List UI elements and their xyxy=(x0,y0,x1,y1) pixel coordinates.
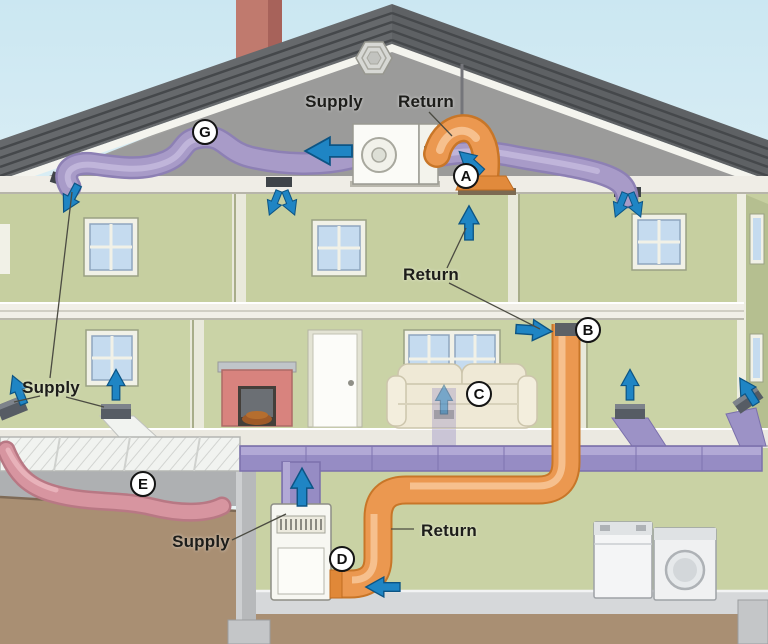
first-floor-supply-label: Supply xyxy=(22,378,80,397)
couch xyxy=(386,363,538,429)
second-floor-return-label: Return xyxy=(403,265,459,284)
door xyxy=(307,329,363,428)
window xyxy=(311,219,367,277)
marker-d: D xyxy=(329,546,355,572)
window xyxy=(631,213,687,271)
marker-a: A xyxy=(453,163,479,189)
attic-return-label: Return xyxy=(398,92,454,111)
crawlspace-insulated-duct xyxy=(0,415,241,472)
basement-supply-label: Supply xyxy=(172,532,230,551)
washer xyxy=(593,521,653,599)
dryer xyxy=(653,527,717,601)
disconnected-duct xyxy=(0,440,232,522)
floor-registers xyxy=(0,368,765,421)
attic-return-elbow xyxy=(423,114,516,195)
blocked-register-ghost xyxy=(432,384,456,428)
fireplace xyxy=(217,361,297,427)
roof xyxy=(0,4,768,188)
basement-return-label: Return xyxy=(421,521,477,540)
attic-supply-label: Supply xyxy=(305,92,363,111)
marker-c: C xyxy=(466,381,492,407)
basement-supply-trunk xyxy=(239,388,767,472)
soil xyxy=(0,497,768,644)
gable-vent-icon xyxy=(355,41,393,75)
marker-e: E xyxy=(130,471,156,497)
pointer-lines xyxy=(13,111,541,541)
marker-g: G xyxy=(192,119,218,145)
return-grille xyxy=(555,323,577,336)
return-duct-run xyxy=(329,323,581,599)
window xyxy=(83,217,139,277)
marker-b: B xyxy=(575,317,601,343)
air-handler xyxy=(350,123,440,187)
